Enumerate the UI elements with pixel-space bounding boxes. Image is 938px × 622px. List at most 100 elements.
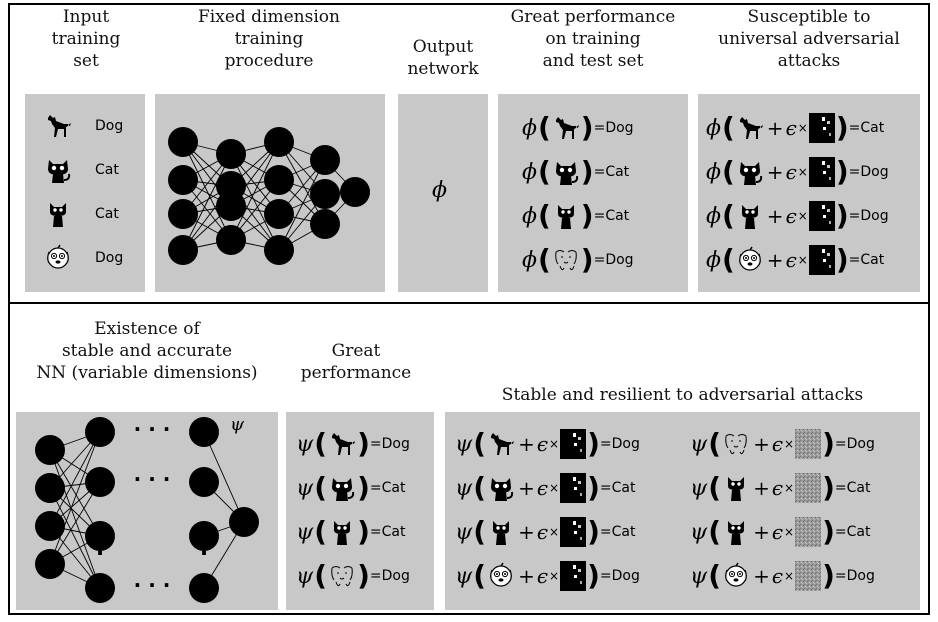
dog-face-icon [487,562,515,590]
predicted-label: Dog [381,568,410,584]
close-paren: ) [587,559,600,592]
network-node [85,467,115,497]
phi-symbol: ϕ [432,178,447,203]
network-node [216,139,246,169]
open-paren: ( [473,515,487,548]
section-divider [8,302,930,304]
close-paren: ) [587,471,600,504]
network-node [310,145,340,175]
network-node [189,573,219,603]
universal-perturbation-icon [809,245,835,275]
close-paren: ) [357,427,370,460]
predicted-label: Cat [605,208,630,224]
phi-symbol: ϕ [522,159,537,185]
plus-sign: + [753,476,770,500]
times-sign: × [797,209,808,223]
dog-face-icon [722,562,750,590]
network-node [168,199,198,229]
network-edge [49,431,101,565]
predicted-label: Dog [381,436,410,452]
cat-icon [487,518,515,546]
equals-sign: = [593,208,606,224]
phi-attacked-equation: ϕ(+ϵ×)=Cat [706,110,884,146]
psi-symbol: ψ [690,563,708,589]
times-sign: × [797,165,808,179]
predicted-label: Cat [381,524,406,540]
epsilon-symbol: ϵ [536,520,549,544]
network-node [85,417,115,447]
dog-face-icon [736,246,764,274]
header-great-performance-psi: Great performance [300,341,412,383]
close-paren: ) [822,515,835,548]
equals-sign: = [834,436,847,452]
network-node [264,127,294,157]
phi-clean-equation: ϕ()=Dog [522,110,634,146]
equals-sign: = [848,208,861,224]
plus-sign: + [518,520,535,544]
epsilon-symbol: ϵ [536,476,549,500]
network-node [216,225,246,255]
dog-face-icon [44,244,72,272]
phi-symbol: ϕ [706,115,721,141]
universal-perturbation-icon [809,201,835,231]
open-paren: ( [722,243,735,276]
dog-icon [328,430,356,458]
phi-attacked-equation: ϕ(+ϵ×)=Dog [706,154,889,190]
network-node [35,435,65,465]
equals-sign: = [369,524,382,540]
close-paren: ) [357,559,370,592]
epsilon-symbol: ϵ [771,564,784,588]
times-sign: × [784,437,795,451]
network-edge [182,141,232,241]
network-node [189,467,219,497]
epsilon-symbol: ϵ [771,432,784,456]
times-sign: × [549,569,560,583]
phi-symbol: ϕ [706,203,721,229]
network-edge [49,431,101,527]
predicted-label: Cat [860,252,885,268]
epsilon-symbol: ϵ [785,248,797,272]
network-node [85,573,115,603]
network-node [229,507,259,537]
sketch-dog-icon [328,562,356,590]
predicted-label: Cat [381,480,406,496]
psi-symbol: ψ [690,431,708,457]
plus-sign: + [766,160,784,184]
dog-icon [552,114,580,142]
epsilon-symbol: ϵ [536,432,549,456]
universal-perturbation-icon [560,517,586,547]
cat-icon [328,474,356,502]
panel-psi-attacked [445,412,920,610]
times-sign: × [784,481,795,495]
phi-attacked-equation: ϕ(+ϵ×)=Dog [706,198,889,234]
predicted-label: Dog [611,568,640,584]
psi-attacked-noise-equation: ψ(+ϵ×)=Dog [690,558,875,594]
equals-sign: = [599,480,612,496]
cat-icon [722,474,750,502]
psi-attacked-noise-equation: ψ(+ϵ×)=Cat [690,470,870,506]
equals-sign: = [369,480,382,496]
equals-sign: = [834,480,847,496]
horizontal-ellipsis: · · · [134,467,171,491]
equals-sign: = [848,252,861,268]
psi-clean-equation: ψ()=Dog [296,558,410,594]
close-paren: ) [822,559,835,592]
close-paren: ) [835,199,849,232]
times-sign: × [784,525,795,539]
phi-clean-equation: ϕ()=Cat [522,198,629,234]
phi-attacked-equation: ϕ(+ϵ×)=Cat [706,242,884,278]
times-sign: × [549,525,560,539]
network-node [85,521,115,551]
equals-sign: = [593,120,606,136]
psi-attacked-noise-equation: ψ(+ϵ×)=Cat [690,514,870,550]
predicted-label: Dog [605,120,634,136]
psi-symbol: ψ [690,519,708,545]
network-edge [230,141,280,241]
times-sign: × [797,121,808,135]
open-paren: ( [708,515,722,548]
plus-sign: + [753,520,770,544]
equals-sign: = [599,568,612,584]
psi-clean-equation: ψ()=Cat [296,470,405,506]
open-paren: ( [314,427,328,460]
close-paren: ) [835,155,849,188]
